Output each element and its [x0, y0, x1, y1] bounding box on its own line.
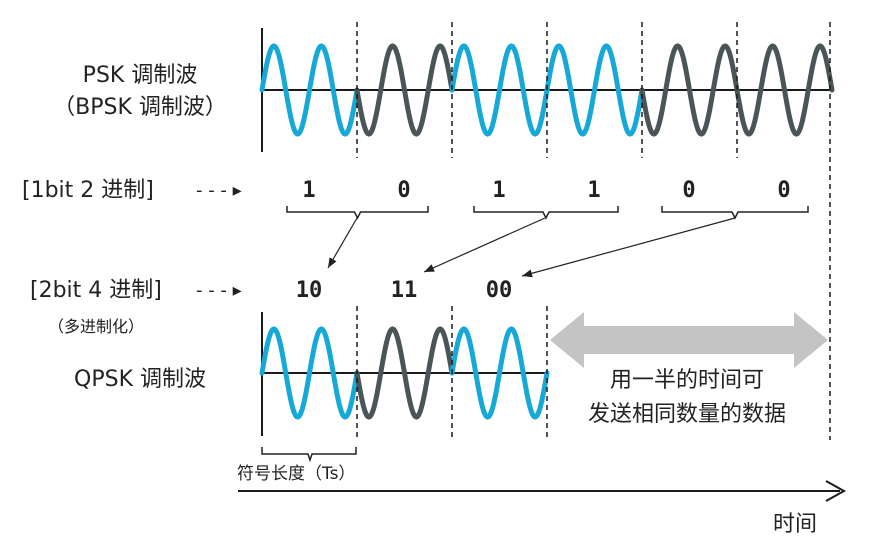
- qpsk-symbol-wave-0: [259, 326, 360, 420]
- psk-bit-wave-0: [259, 43, 360, 137]
- binary-bit-4: 0: [682, 178, 695, 203]
- quaternary-row-arrow: - - - ▸: [196, 280, 242, 301]
- psk-label: PSK 调制波: [83, 63, 198, 88]
- binary-bit-1: 0: [397, 178, 410, 203]
- bpsk-label: （BPSK 调制波）: [53, 95, 227, 120]
- symbol-boundaries: [356, 22, 831, 440]
- psk-bit-wave-3: [544, 43, 645, 137]
- quaternary-symbol-1: 11: [391, 278, 418, 303]
- note-line-1: 用一半的时间可: [610, 368, 764, 393]
- double-headed-arrow-icon: [550, 312, 828, 368]
- binary-row-label: [1bit 2 进制]: [22, 178, 154, 203]
- symbol-length-label: 符号长度（Ts）: [237, 464, 355, 484]
- psk-bit-wave-4: [639, 43, 740, 137]
- psk-bit-wave-1: [354, 43, 455, 137]
- binary-bit-2: 1: [492, 178, 505, 203]
- binary-row-arrow: - - - ▸: [196, 180, 242, 201]
- quaternary-symbol-0: 10: [296, 278, 323, 303]
- qpsk-symbol-wave-2: [449, 326, 550, 420]
- quaternary-row-label: [2bit 4 进制]: [30, 278, 162, 303]
- pair-brace-2: [661, 206, 809, 220]
- mapping-arrow-head-0: [328, 257, 337, 268]
- pair-brace-1: [473, 206, 619, 220]
- qpsk-label: QPSK 调制波: [74, 367, 206, 392]
- arrow-right-icon: [825, 480, 847, 502]
- qpsk-symbol-wave-1: [354, 326, 455, 420]
- psk-bit-wave-5: [734, 43, 835, 137]
- psk-bit-wave-2: [449, 43, 550, 137]
- double-arrow-shape: [550, 312, 828, 368]
- quaternary-symbol-2: 00: [486, 278, 513, 303]
- mapping-arrow-head-2: [522, 269, 533, 278]
- mapping-arrow-line-1: [423, 217, 546, 273]
- binary-bit-5: 0: [777, 178, 790, 203]
- quaternary-symbols: 10 11 00: [296, 278, 513, 303]
- time-axis-label: 时间: [773, 512, 817, 537]
- mapping-arrow-head-1: [424, 264, 435, 272]
- pair-brace-0: [286, 206, 429, 220]
- mapping-arrow-line-2: [521, 217, 736, 277]
- binary-bits: 1 0 1 1 0 0: [302, 178, 790, 203]
- binary-bit-3: 1: [587, 178, 600, 203]
- mapping-arrows: [327, 217, 736, 278]
- binary-bit-0: 1: [302, 178, 315, 203]
- symbol-length-bracket: [261, 447, 357, 463]
- bit-pair-braces: [286, 206, 809, 220]
- qpsk-waveform: [259, 312, 550, 436]
- quaternary-row-sublabel: （多进制化）: [48, 317, 144, 336]
- note-line-2: 发送相同数量的数据: [588, 402, 786, 427]
